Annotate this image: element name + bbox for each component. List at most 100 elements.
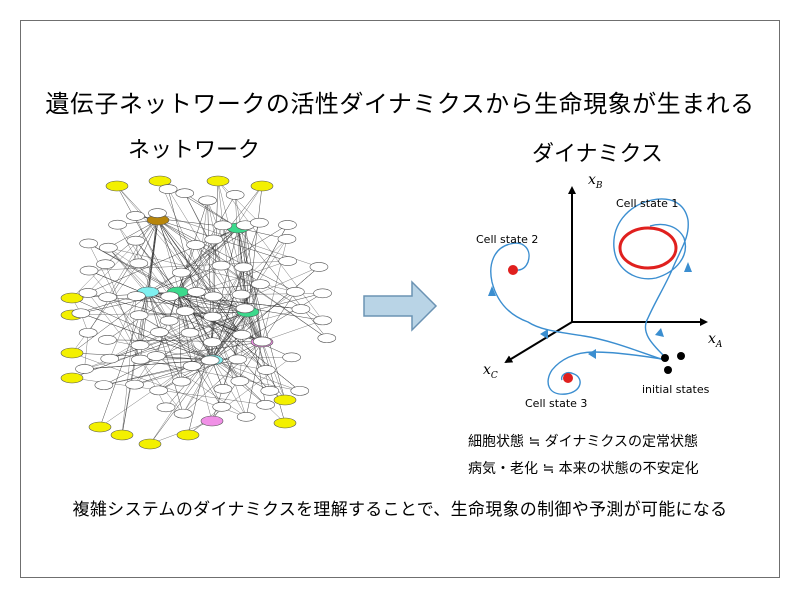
network-node xyxy=(94,380,114,390)
arrowhead-icon xyxy=(655,328,664,337)
network-edge xyxy=(147,265,222,293)
network-node xyxy=(129,310,149,321)
network-edge xyxy=(135,240,179,293)
network-node xyxy=(212,401,231,412)
network-node xyxy=(198,195,217,206)
network-node xyxy=(231,289,251,300)
network-edge xyxy=(99,291,296,428)
network-node xyxy=(206,175,230,187)
network-node xyxy=(180,327,200,338)
arrowhead-icon xyxy=(540,329,548,339)
network-node xyxy=(60,372,84,384)
label-cell-state-3: Cell state 3 xyxy=(525,397,587,410)
network-node xyxy=(129,258,149,269)
network-edge xyxy=(262,320,323,342)
slide-frame xyxy=(20,20,780,578)
arrowhead-icon xyxy=(488,286,496,296)
network-edge xyxy=(108,247,170,321)
limit-cycle-attractor xyxy=(618,226,678,270)
network-edge xyxy=(84,308,301,370)
network-edge xyxy=(87,292,184,414)
trajectory-arrowheads xyxy=(488,262,692,359)
network-edge xyxy=(88,270,263,343)
network-edge xyxy=(156,355,247,417)
network-node xyxy=(200,355,220,366)
network-edge xyxy=(195,244,263,343)
network-edge xyxy=(159,180,238,360)
network-edge xyxy=(87,219,159,333)
right-arrow-icon xyxy=(363,280,438,332)
trajectories xyxy=(490,198,689,395)
network-edge xyxy=(212,267,244,317)
network-edge xyxy=(158,359,213,391)
network-node xyxy=(251,279,270,289)
network-edge xyxy=(108,247,149,293)
network-edge xyxy=(108,219,159,248)
network-edge xyxy=(139,311,249,316)
network-edge xyxy=(139,315,213,361)
network-node xyxy=(278,220,297,230)
network-node xyxy=(148,175,172,187)
network-edge xyxy=(88,270,182,382)
network-edge xyxy=(177,291,300,392)
network-node xyxy=(99,242,118,253)
network-node xyxy=(75,364,94,374)
network-node xyxy=(172,376,191,387)
network-edge xyxy=(261,238,288,343)
network-edge xyxy=(187,227,239,436)
network-edge xyxy=(157,219,263,342)
network-node xyxy=(148,208,167,218)
network-node xyxy=(78,327,98,338)
network-edge xyxy=(147,291,184,414)
network-node xyxy=(79,265,99,276)
network-node xyxy=(228,354,247,365)
network-edge xyxy=(107,339,211,361)
network-node xyxy=(105,180,129,192)
network-node xyxy=(173,408,193,419)
network-edge xyxy=(157,219,288,262)
axis-label-xa: xA xyxy=(708,331,723,350)
network-node xyxy=(204,234,224,245)
initial-state-dot xyxy=(677,352,685,360)
network-node xyxy=(98,335,117,345)
network-node xyxy=(138,438,162,450)
network-edge xyxy=(217,180,270,391)
network-edge xyxy=(121,219,159,436)
network-edge xyxy=(147,291,222,407)
network-node xyxy=(187,287,206,297)
network-edge xyxy=(195,244,238,360)
initial-state-dot xyxy=(661,354,669,362)
network-node xyxy=(172,267,191,278)
trajectory-to-state-1 xyxy=(613,198,689,357)
network-edge xyxy=(80,313,300,392)
network-node xyxy=(127,291,146,301)
network-edge xyxy=(182,341,263,414)
arrowhead-icon xyxy=(684,262,692,272)
network-node xyxy=(232,330,251,340)
network-heading: ネットワーク xyxy=(128,138,261,163)
network-edge xyxy=(177,291,270,391)
network-node xyxy=(273,394,297,406)
network-node xyxy=(256,400,275,410)
arrowhead-icon xyxy=(588,349,596,359)
network-node xyxy=(149,385,169,396)
network-edge xyxy=(211,180,219,361)
network-node xyxy=(204,291,223,302)
network-node xyxy=(130,340,150,350)
network-node xyxy=(277,234,297,244)
network-edge xyxy=(177,291,182,382)
trajectory-to-state-2 xyxy=(490,242,665,361)
network-edge xyxy=(147,222,260,293)
network-edge xyxy=(71,297,213,361)
network-node xyxy=(60,292,84,304)
network-node xyxy=(213,220,233,231)
network-edge xyxy=(103,365,193,386)
network-node xyxy=(273,417,297,429)
network-node xyxy=(317,333,337,343)
network-edge xyxy=(71,264,106,299)
network-edge xyxy=(207,200,222,266)
network-edge xyxy=(221,265,327,339)
network-node xyxy=(146,351,166,361)
network-edge xyxy=(211,293,323,361)
network-node xyxy=(200,415,224,427)
